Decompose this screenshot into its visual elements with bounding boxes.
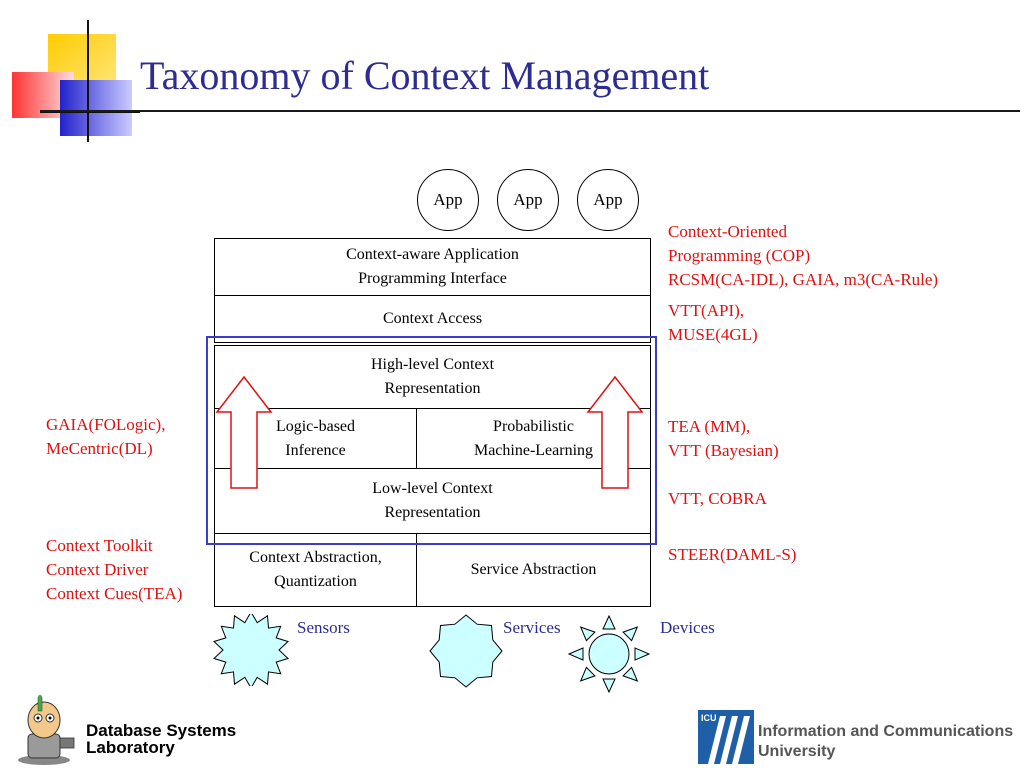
- layer-high-line1: High-level Context: [370, 356, 495, 373]
- services-label: Services: [503, 618, 561, 637]
- annotation-toolkit: Context Toolkit Context Driver Context C…: [46, 534, 182, 606]
- layer-logic-line1: Logic-based: [275, 417, 356, 435]
- icu-logo-icon: ICU: [698, 710, 754, 764]
- annotation-vtt-api-line2: MUSE(4GL): [668, 325, 758, 344]
- sensors-label: Sensors: [297, 618, 350, 637]
- layer-abstraction-line2: Quantization: [274, 573, 357, 590]
- annotation-gaia: GAIA(FOLogic), MeCentric(DL): [46, 413, 165, 461]
- layer-low-line2: Representation: [384, 504, 481, 521]
- annotation-cop-line2: Programming (COP): [668, 246, 811, 265]
- sun-ray: [634, 647, 651, 661]
- university-name: Information and Communications Universit…: [758, 722, 1013, 762]
- service-octagram-shape: [429, 614, 503, 688]
- layer-low-line1: Low-level Context: [372, 480, 493, 497]
- sun-ray: [579, 666, 596, 682]
- title-divider: [40, 110, 1020, 112]
- university-name-line2: University: [758, 743, 836, 760]
- app-node-3: App: [577, 169, 639, 231]
- layer-context-access: Context Access: [214, 295, 651, 343]
- left-up-arrow: [215, 376, 273, 489]
- layer-prob-line1: Probabilistic: [493, 417, 574, 435]
- sensor-star-shape: [213, 614, 289, 686]
- layer-logic-line2: Inference: [285, 441, 346, 459]
- layer-api-line2: Programming Interface: [358, 270, 507, 287]
- layer-access-label: Context Access: [382, 310, 483, 327]
- page-title: Taxonomy of Context Management: [140, 53, 710, 98]
- app-node-2: App: [497, 169, 559, 231]
- annotation-steer-line1: STEER(DAML-S): [668, 545, 797, 564]
- annotation-vtt-api-line1: VTT(API),: [668, 301, 745, 320]
- annotation-cop-line1: Context-Oriented: [668, 222, 787, 241]
- lab-mascot-icon: [18, 695, 75, 765]
- devices-label: Devices: [660, 618, 715, 637]
- annotation-tea-line1: TEA (MM),: [668, 417, 751, 436]
- annotation-toolkit-line3: Context Cues(TEA): [46, 584, 183, 603]
- layer-abstraction-line1: Context Abstraction,: [249, 549, 382, 566]
- app-node-1: App: [417, 169, 479, 231]
- layer-service-abstraction: Service Abstraction: [416, 533, 651, 607]
- annotation-vtt-api: VTT(API), MUSE(4GL): [668, 299, 758, 347]
- layer-service-label: Service Abstraction: [470, 561, 597, 578]
- sun-ray: [579, 626, 596, 642]
- university-name-line1: Information and Communications: [758, 723, 1014, 740]
- lab-name: Database Systems Laboratory: [86, 722, 236, 756]
- annotation-toolkit-line2: Context Driver: [46, 560, 149, 579]
- annotation-gaia-line2: MeCentric(DL): [46, 439, 153, 458]
- sun-ray: [602, 678, 616, 694]
- context-representation-frame: [206, 336, 657, 545]
- sun-ray: [622, 666, 639, 682]
- layer-context-abstraction: Context Abstraction, Quantization: [214, 533, 417, 607]
- sun-ray: [567, 647, 584, 661]
- annotation-cobra-line1: VTT, COBRA: [668, 489, 767, 508]
- annotation-cop-line3: RCSM(CA-IDL), GAIA, m3(CA-Rule): [668, 270, 939, 289]
- sun-ray: [622, 626, 639, 642]
- annotation-tea-line2: VTT (Bayesian): [668, 441, 779, 460]
- annotation-cobra: VTT, COBRA: [668, 487, 767, 511]
- annotation-toolkit-line1: Context Toolkit: [46, 536, 153, 555]
- annotation-steer: STEER(DAML-S): [668, 543, 796, 567]
- annotation-cop: Context-Oriented Programming (COP) RCSM(…: [668, 220, 938, 292]
- corner-decoration: [12, 20, 140, 142]
- annotation-gaia-line1: GAIA(FOLogic),: [46, 415, 166, 434]
- device-sun-shape: [567, 614, 651, 694]
- layer-high-line2: Representation: [384, 380, 481, 397]
- icu-badge-text: ICU: [701, 713, 717, 723]
- layer-prob-line2: Machine-Learning: [473, 441, 594, 459]
- lab-name-line2: Laboratory: [86, 738, 175, 757]
- lab-name-line1: Database Systems: [86, 721, 237, 740]
- sun-ray: [602, 614, 616, 630]
- layer-api-line1: Context-aware Application: [346, 246, 519, 263]
- annotation-tea: TEA (MM), VTT (Bayesian): [668, 415, 779, 463]
- right-up-arrow: [586, 376, 644, 489]
